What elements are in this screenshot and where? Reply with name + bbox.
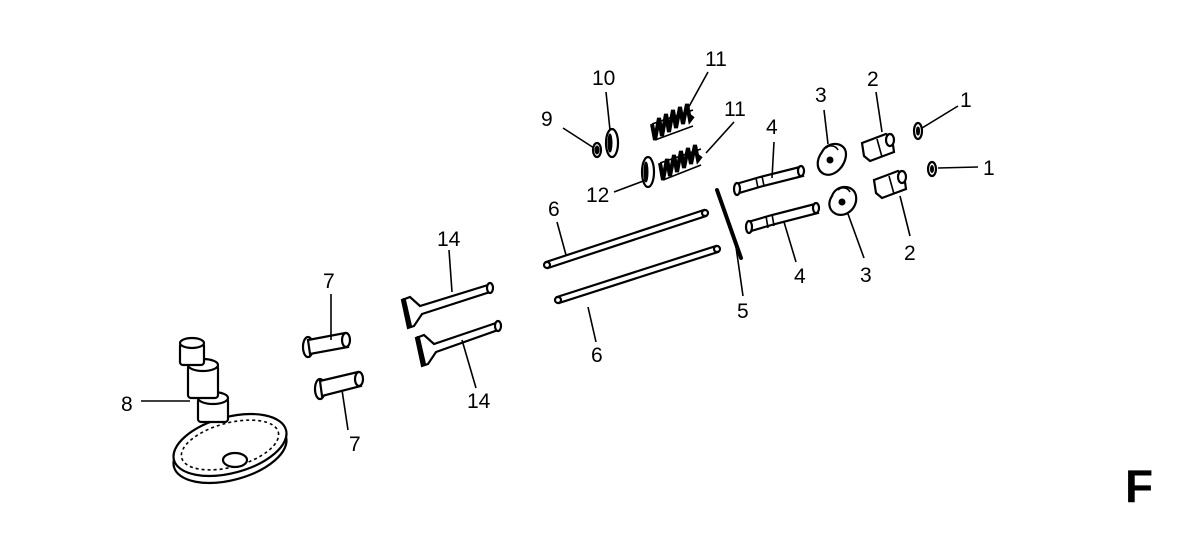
callout-9: 9 <box>541 108 553 131</box>
callout-1-upper: 1 <box>960 89 972 112</box>
rocker-pin-lower <box>744 201 821 235</box>
section-letter: F <box>1125 460 1153 512</box>
rocker-arm-lower <box>828 185 858 216</box>
valve-spring-upper <box>650 103 695 141</box>
valve-lower <box>414 319 503 368</box>
callout-6-upper: 6 <box>548 198 560 221</box>
lock-nut-lower <box>926 160 938 178</box>
callout-2-lower: 2 <box>904 242 916 265</box>
callout-7-lower: 7 <box>349 433 361 456</box>
valve-spring-lower <box>658 144 703 181</box>
camshaft <box>172 336 288 485</box>
rocker-nut-lower <box>872 169 908 200</box>
callout-1-lower: 1 <box>983 157 995 180</box>
lock-nut-upper <box>912 121 924 141</box>
leader-lines <box>141 71 979 431</box>
callout-3-upper: 3 <box>815 84 827 107</box>
rocker-nut-upper <box>860 132 896 163</box>
rocker-arm-upper <box>816 142 848 176</box>
callout-11-upper: 11 <box>705 48 727 71</box>
callout-2-upper: 2 <box>867 68 879 91</box>
callout-14-upper: 14 <box>437 228 461 251</box>
callout-3-lower: 3 <box>860 264 872 287</box>
valve-upper <box>400 281 495 330</box>
callout-10: 10 <box>592 67 615 90</box>
callout-14-lower: 14 <box>467 390 491 413</box>
gasket <box>715 188 743 260</box>
callout-7-upper: 7 <box>323 270 335 293</box>
push-rod-lower <box>553 244 722 305</box>
spring-retainer-lower <box>640 155 656 189</box>
spring-retainer-upper <box>604 127 620 159</box>
callout-8: 8 <box>121 393 133 416</box>
callout-12: 12 <box>586 184 609 207</box>
callout-11-lower: 11 <box>724 98 746 121</box>
push-rod-upper <box>542 208 710 270</box>
callout-6-lower: 6 <box>591 344 603 367</box>
valve-keeper <box>591 141 603 159</box>
rocker-pin-upper <box>732 164 806 197</box>
tappet-upper <box>301 331 352 359</box>
callout-4-upper: 4 <box>766 116 778 139</box>
tappet-lower <box>313 370 365 401</box>
callout-4-lower: 4 <box>794 265 806 288</box>
callout-5: 5 <box>737 300 749 323</box>
